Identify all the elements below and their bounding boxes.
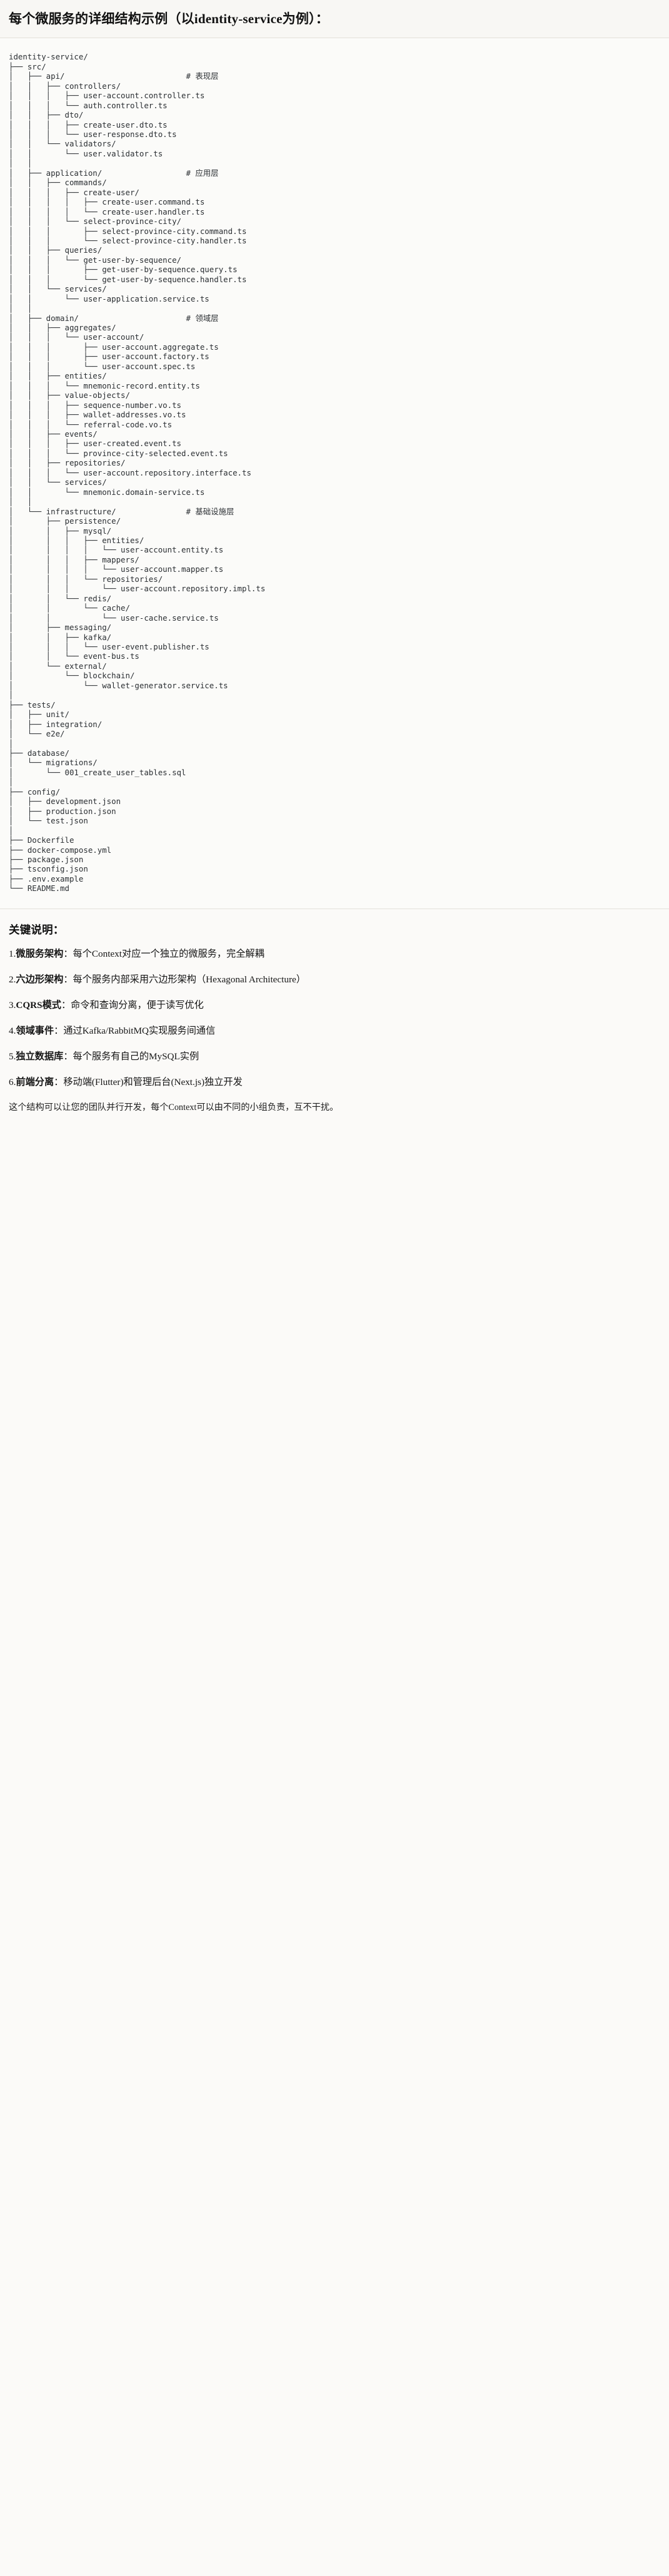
note-body: ：命令和查询分离，便于读写优化 [61, 999, 204, 1011]
note-number: 4. [9, 1025, 16, 1036]
key-notes-list: 1.微服务架构：每个Context对应一个独立的微服务，完全解耦 2.六边形架构… [9, 947, 660, 1089]
note-number: 2. [9, 974, 16, 985]
note-body: ：移动端(Flutter)和管理后台(Next.js)独立开发 [54, 1076, 243, 1087]
list-item: 1.微服务架构：每个Context对应一个独立的微服务，完全解耦 [9, 947, 660, 961]
key-notes-section: 关键说明： 1.微服务架构：每个Context对应一个独立的微服务，完全解耦 2… [0, 909, 669, 1126]
note-lead: 六边形架构 [16, 974, 64, 985]
list-item: 3.CQRS模式：命令和查询分离，便于读写优化 [9, 999, 660, 1012]
note-body: ：每个Context对应一个独立的微服务，完全解耦 [63, 948, 264, 959]
note-number: 6. [9, 1076, 16, 1087]
note-body: ：每个服务内部采用六边形架构（Hexagonal Architecture） [63, 974, 306, 985]
list-item: 2.六边形架构：每个服务内部采用六边形架构（Hexagonal Architec… [9, 973, 660, 987]
key-notes-heading: 关键说明： [9, 923, 64, 936]
directory-tree-section: identity-service/ ├── src/ │ ├── api/ # … [0, 38, 669, 909]
list-item: 6.前端分离：移动端(Flutter)和管理后台(Next.js)独立开发 [9, 1076, 660, 1089]
note-number: 3. [9, 999, 16, 1011]
note-lead: 领域事件 [16, 1025, 54, 1036]
note-body: ：通过Kafka/RabbitMQ实现服务间通信 [54, 1025, 216, 1036]
directory-tree: identity-service/ ├── src/ │ ├── api/ # … [9, 52, 266, 893]
list-item: 5.独立数据库：每个服务有自己的MySQL实例 [9, 1050, 660, 1064]
page-title: 每个微服务的详细结构示例（以identity-service为例）： [9, 11, 329, 26]
note-number: 1. [9, 948, 16, 959]
note-lead: CQRS模式 [16, 999, 61, 1011]
title-section: 每个微服务的详细结构示例（以identity-service为例）： [0, 0, 669, 38]
note-lead: 独立数据库 [16, 1051, 64, 1062]
closing-paragraph: 这个结构可以让您的团队并行开发，每个Context可以由不同的小组负责，互不干扰… [9, 1102, 339, 1112]
document-page: 每个微服务的详细结构示例（以identity-service为例）： ident… [0, 0, 669, 1126]
list-item: 4.领域事件：通过Kafka/RabbitMQ实现服务间通信 [9, 1024, 660, 1038]
note-body: ：每个服务有自己的MySQL实例 [63, 1051, 199, 1062]
note-lead: 前端分离 [16, 1076, 54, 1087]
note-lead: 微服务架构 [16, 948, 64, 959]
note-number: 5. [9, 1051, 16, 1062]
